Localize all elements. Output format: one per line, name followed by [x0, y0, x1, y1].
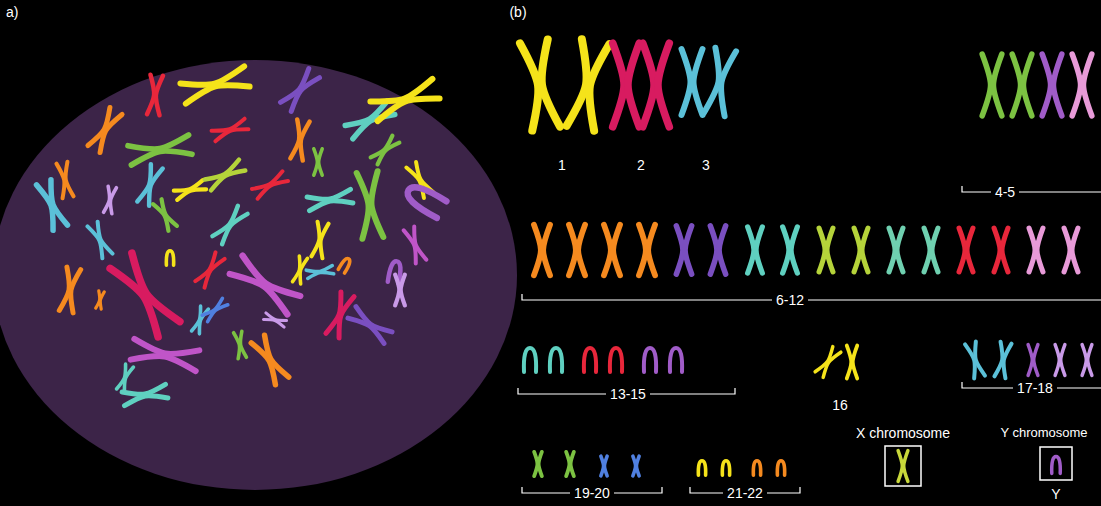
nucleus: [0, 60, 517, 490]
group-label: 4-5: [991, 184, 1019, 200]
group-label: 17-18: [1013, 380, 1057, 396]
karyotype-chromosomes: [520, 39, 1092, 486]
chromosome-number: 1: [554, 157, 570, 173]
group-label: 19-20: [570, 485, 614, 501]
group-label: 21-22: [723, 485, 767, 501]
panel-letter: a): [2, 4, 22, 20]
chromosome-number: 16: [828, 397, 852, 413]
sex-chromosome-label: Y: [1047, 486, 1064, 502]
sex-chromosome-label: Y chromosome: [996, 425, 1091, 441]
chromosome-number: 3: [698, 157, 714, 173]
sex-chromosome-label: X chromosome: [852, 425, 954, 441]
chromosome-number: 2: [633, 157, 649, 173]
group-label: 13-15: [606, 386, 650, 402]
group-label: 6-12: [772, 292, 808, 308]
panel-letter: (b): [505, 4, 530, 20]
group-brackets: [518, 186, 1101, 493]
scattered-chromosomes: [36, 66, 446, 405]
